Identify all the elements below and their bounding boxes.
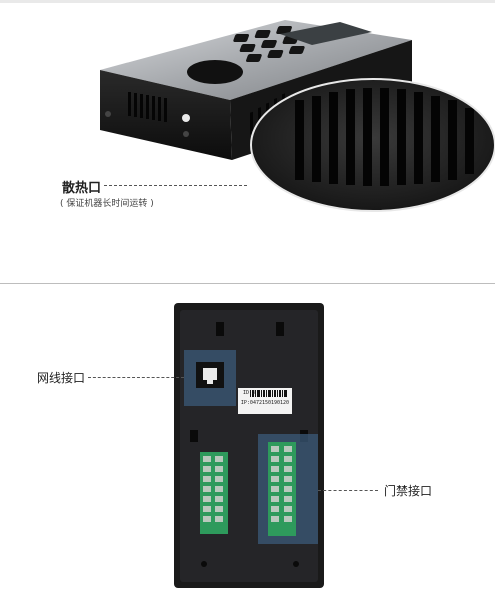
top-border [0, 0, 495, 3]
sticker-line-2: IP:0472150190120 [240, 400, 290, 406]
barcode [250, 390, 287, 397]
reset-button [182, 114, 190, 122]
device-photo-top [100, 20, 495, 212]
sticker-line-1: ID:3 [243, 390, 256, 396]
network-port-leader-line [88, 377, 184, 378]
screw-1 [105, 111, 111, 117]
device-photo-back [174, 303, 324, 588]
door-access-label: 门禁接口 [384, 484, 433, 498]
lcd-screen [280, 22, 372, 45]
screw-2 [183, 131, 189, 137]
heat-vent-leader-line [104, 185, 247, 186]
section-divider [0, 283, 495, 284]
heat-vent-subtitle: ( 保证机器长时间运转 ) [60, 199, 154, 209]
right-terminal-screws [271, 446, 292, 522]
network-port-label: 网线接口 [37, 371, 86, 385]
vent-zoom-circle [251, 79, 495, 211]
front-vents [128, 92, 167, 122]
heat-vent-title: 散热口 [62, 181, 102, 196]
fingerprint-window [187, 60, 243, 84]
keypad [233, 26, 305, 62]
door-access-leader-line [318, 490, 378, 491]
left-terminal-screws [203, 456, 223, 522]
